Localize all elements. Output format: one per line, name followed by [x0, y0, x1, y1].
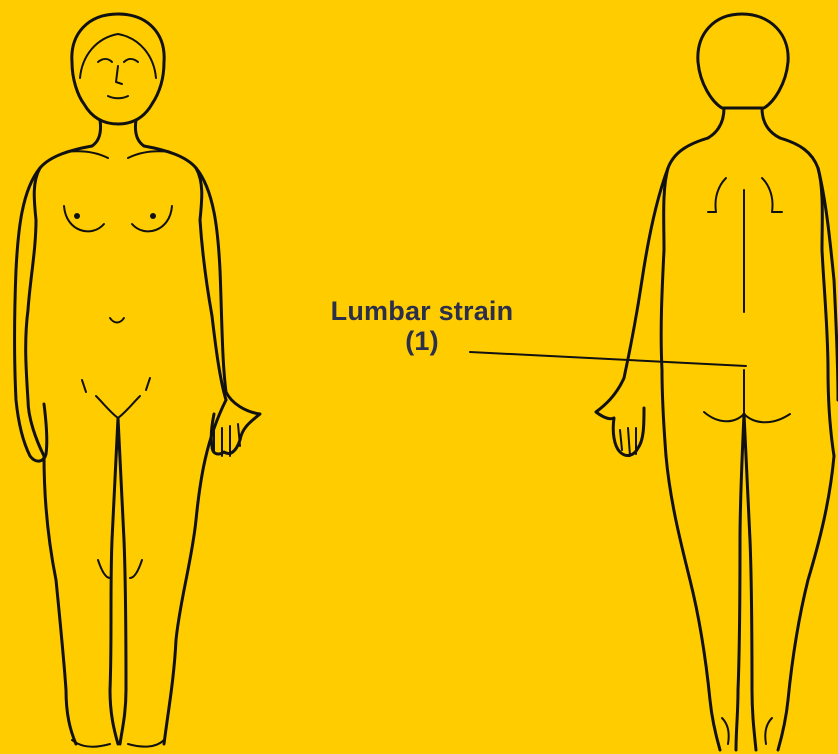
annotation-marker: (1) — [302, 326, 542, 356]
annotation-label: Lumbar strain (1) — [302, 296, 542, 356]
front-nipple-left — [74, 213, 80, 219]
annotation-condition: Lumbar strain — [302, 296, 542, 326]
front-nipple-right — [150, 213, 156, 219]
